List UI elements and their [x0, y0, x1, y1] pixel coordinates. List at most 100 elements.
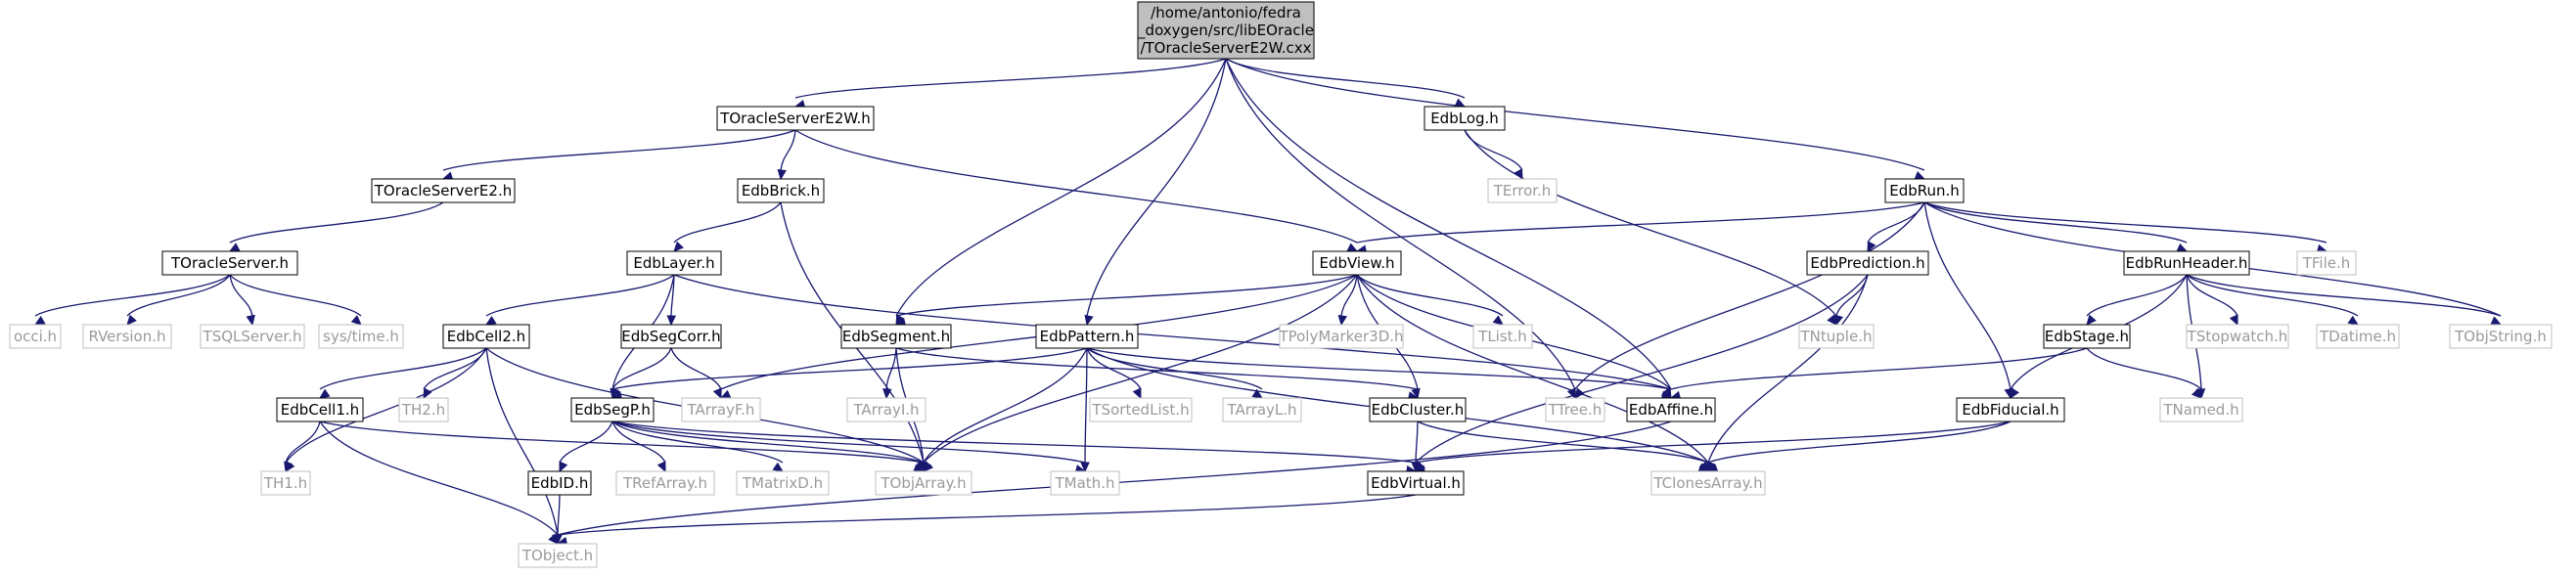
- node-th1-h: TH1.h: [260, 470, 311, 496]
- arrowhead-toracleserver-h-to-tsqlserver-h: [246, 314, 255, 327]
- node-tdatime-h: TDatime.h: [2316, 324, 2400, 349]
- edge-edblayer-h-to-edbaffine-h: [673, 274, 1672, 390]
- edge-edblog-h-to-tntuple-h: [1464, 129, 1837, 317]
- edge-edbrun-h-to-edbfiducial-h: [1923, 201, 2011, 390]
- node-box: [1798, 324, 1875, 349]
- node-root[interactable]: /home/antonio/fedra_doxygen/src/libEOrac…: [1137, 1, 1315, 60]
- node-box: [1312, 250, 1402, 276]
- node-systime-h: sys/time.h: [318, 324, 404, 349]
- node-edbview-h[interactable]: EdbView.h: [1312, 250, 1402, 276]
- node-edbrun-h[interactable]: EdbRun.h: [1884, 178, 1965, 203]
- edge-edblayer-h-to-edbcell2-h: [485, 274, 675, 317]
- node-label: EdbRun.h: [1889, 182, 1960, 199]
- arrowhead-edbview-h-to-tpolymarker3d-h: [1337, 314, 1347, 327]
- node-toracleservere2w-h[interactable]: TOracleServerE2W.h: [716, 106, 875, 131]
- node-label: TPolyMarker3D.h: [1278, 328, 1403, 345]
- edge-edbsegcorr-h-to-edbsegp-h: [611, 347, 672, 390]
- node-label: TH1.h: [263, 474, 307, 492]
- node-edblog-h[interactable]: EdbLog.h: [1424, 106, 1506, 131]
- node-label: TMatrixD.h: [742, 474, 823, 492]
- edge-edbstage-h-to-edbaffine-h: [1670, 347, 2088, 390]
- edge-edbsegp-h-to-trefarray-h: [611, 421, 666, 464]
- node-box: [626, 250, 722, 276]
- node-edbsegment-h[interactable]: EdbSegment.h: [840, 324, 952, 349]
- edge-root-to-edblog-h: [1225, 58, 1466, 99]
- arrowhead-toracleservere2w-h-to-edbbrick-h: [777, 168, 787, 181]
- node-box: [527, 470, 592, 496]
- edge-toracleservere2-h-to-toracleserver-h: [229, 201, 444, 244]
- node-toracleserver-h[interactable]: TOracleServer.h: [161, 250, 298, 276]
- node-label: occi.h: [14, 328, 57, 345]
- arrowhead-edbcell2-h-to-edbcell1-h: [318, 388, 331, 399]
- arrowhead-root-to-edbrun-h: [1914, 171, 1926, 180]
- node-edbstage-h[interactable]: EdbStage.h: [2043, 324, 2131, 349]
- node-box: [1089, 397, 1193, 422]
- node-edbcell2-h[interactable]: EdbCell2.h: [442, 324, 530, 349]
- node-box: [2316, 324, 2400, 349]
- arrowhead-edbbrick-h-to-edblayer-h: [673, 241, 684, 252]
- node-edbsegcorr-h[interactable]: EdbSegCorr.h: [620, 324, 722, 349]
- node-box: [276, 397, 364, 422]
- edge-edbbrick-h-to-edblayer-h: [673, 201, 782, 244]
- node-box: [1424, 106, 1506, 131]
- edge-edbpattern-h-to-tmath-h: [1084, 347, 1088, 464]
- edge-edbcell1-h-to-tobjarray-h: [319, 421, 925, 464]
- node-tsortedlist-h: TSortedList.h: [1089, 397, 1193, 422]
- arrowhead-edblayer-h-to-edbsegcorr-h: [666, 315, 677, 327]
- node-edbfiducial-h[interactable]: EdbFiducial.h: [1956, 397, 2065, 422]
- node-edbprediction-h[interactable]: EdbPrediction.h: [1806, 250, 1929, 276]
- arrowhead-edblayer-h-to-edbcell2-h: [484, 315, 497, 326]
- node-edbid-h[interactable]: EdbID.h: [527, 470, 592, 496]
- edge-edbpattern-h-to-tsortedlist-h: [1086, 347, 1142, 390]
- node-box: [2296, 250, 2357, 276]
- arrowhead-toracleserver-h-to-rversion-h: [126, 314, 137, 326]
- edge-edbsegp-h-to-edbvirtual-h: [611, 421, 1417, 464]
- edge-root-to-edbaffine-h: [1225, 58, 1672, 390]
- node-label: /home/antonio/fedra: [1151, 4, 1301, 22]
- node-box: [737, 178, 825, 203]
- arrowhead-edbcell1-h-to-th1-h: [284, 461, 294, 473]
- arrowhead-toracleserver-h-to-occi-h: [33, 316, 46, 326]
- arrowhead-edbpattern-h-to-tobjarray-h: [923, 461, 932, 473]
- node-label: EdbSegP.h: [574, 401, 651, 419]
- edge-root-to-edbpattern-h: [1086, 58, 1227, 317]
- node-box: [1626, 397, 1716, 422]
- edge-edbsegp-h-to-tobjarray-h: [611, 421, 925, 464]
- node-edbrunheader-h[interactable]: EdbRunHeader.h: [2123, 250, 2250, 276]
- edge-edbsegment-h-to-tarrayi-h: [885, 347, 897, 390]
- node-label: TOracleServerE2.h: [374, 182, 512, 199]
- edge-edbsegcorr-h-to-tarrayf-h: [670, 347, 722, 390]
- node-edbbrick-h[interactable]: EdbBrick.h: [737, 178, 825, 203]
- node-edbaffine-h[interactable]: EdbAffine.h: [1626, 397, 1716, 422]
- node-edbpattern-h[interactable]: EdbPattern.h: [1035, 324, 1139, 349]
- arrowhead-edbview-h-to-tlist-h: [1492, 315, 1504, 326]
- node-edblayer-h[interactable]: EdbLayer.h: [626, 250, 722, 276]
- node-label: EdbCell1.h: [281, 401, 359, 419]
- node-box: [875, 470, 972, 496]
- node-box: [1884, 178, 1965, 203]
- edge-edbcell1-h-to-tobject-h: [319, 421, 559, 536]
- node-label: TNtuple.h: [1800, 328, 1873, 345]
- node-edbcluster-h[interactable]: EdbCluster.h: [1369, 397, 1467, 422]
- node-tsqlserver-h: TSQLServer.h: [200, 324, 305, 349]
- edge-toracleservere2w-h-to-edbview-h: [794, 129, 1358, 244]
- node-label: TClonesArray.h: [1652, 474, 1762, 492]
- node-label: TOracleServer.h: [170, 254, 289, 272]
- node-edbsegp-h[interactable]: EdbSegP.h: [570, 397, 655, 422]
- node-box: [1367, 470, 1465, 496]
- node-box: [9, 324, 62, 349]
- node-occi-h: occi.h: [9, 324, 62, 349]
- node-box: [398, 397, 449, 422]
- arrowhead-edbprediction-h-to-tntuple-h: [1833, 314, 1844, 327]
- node-edbcell1-h[interactable]: EdbCell1.h: [276, 397, 364, 422]
- arrowhead-edbstage-h-to-tnamed-h: [2191, 387, 2202, 399]
- node-label: EdbID.h: [531, 474, 589, 492]
- node-label: EdbCell2.h: [447, 328, 525, 345]
- node-edbvirtual-h[interactable]: EdbVirtual.h: [1367, 470, 1465, 496]
- node-toracleservere2-h[interactable]: TOracleServerE2.h: [371, 178, 516, 203]
- edge-edbcluster-h-to-edbvirtual-h: [1415, 421, 1419, 464]
- edge-edbrun-h-to-edbview-h: [1356, 201, 1925, 244]
- arrowhead-edbsegp-h-to-trefarray-h: [656, 461, 666, 473]
- edge-root-to-toracleservere2w-h: [794, 58, 1227, 99]
- edge-toracleserver-h-to-systime-h: [229, 274, 362, 317]
